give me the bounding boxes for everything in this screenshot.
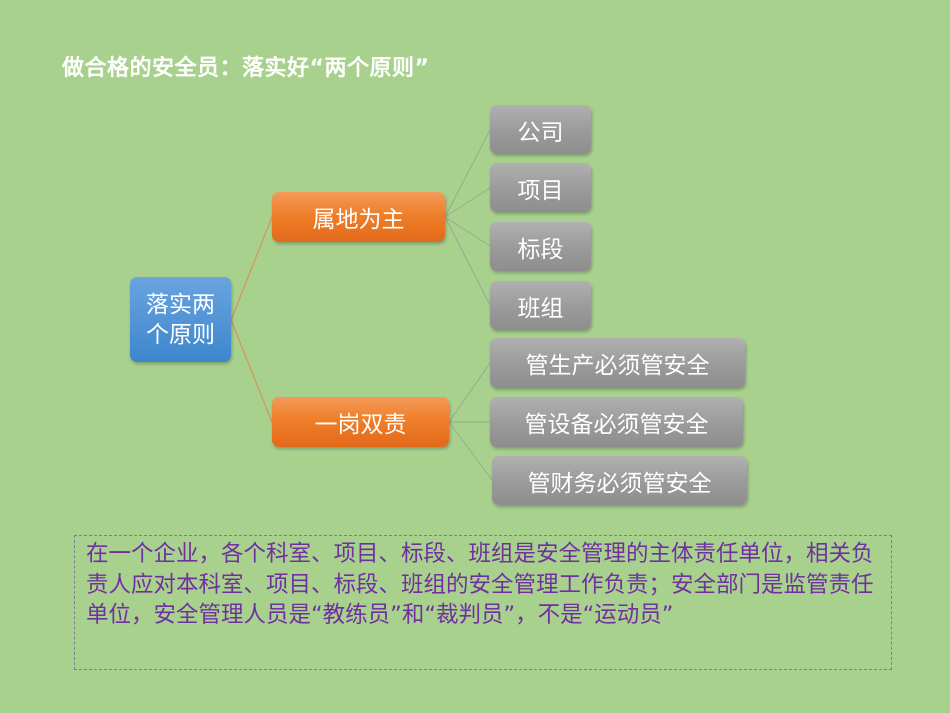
leaf-label: 管财务必须管安全 — [527, 470, 712, 497]
slide-title: 做合格的安全员：落实好“两个原则” — [62, 56, 430, 81]
leaf-node-team: 班组 — [490, 281, 591, 330]
leaf-node-equipment-safety: 管设备必须管安全 — [490, 397, 743, 447]
leaf-node-company: 公司 — [490, 105, 591, 154]
leaf-label: 项目 — [517, 177, 564, 204]
leaf-label: 管设备必须管安全 — [524, 412, 709, 438]
leaf-node-section: 标段 — [490, 222, 591, 271]
root-node: 落实两个原则 — [130, 277, 231, 362]
root-node-label: 落实两个原则 — [146, 291, 215, 348]
branch-node-territorial: 属地为主 — [272, 192, 445, 242]
link-root-to-branch-1 — [230, 216, 273, 321]
explanation-text: 在一个企业，各个科室、项目、标段、班组是安全管理的主体责任单位，相关负责人应对本… — [86, 541, 874, 628]
branch-label: 属地为主 — [312, 207, 405, 233]
leaf-label: 班组 — [517, 295, 564, 322]
link-root-to-branch-2 — [230, 319, 273, 423]
leaf-node-production-safety: 管生产必须管安全 — [490, 338, 745, 388]
branch-label: 一岗双责 — [314, 412, 407, 438]
branch-node-dual-duty: 一岗双责 — [272, 397, 449, 447]
leaf-label: 公司 — [517, 119, 564, 146]
leaf-label: 管生产必须管安全 — [525, 353, 710, 379]
leaf-node-finance-safety: 管财务必须管安全 — [492, 456, 747, 505]
leaf-label: 标段 — [517, 236, 564, 263]
leaf-node-project: 项目 — [490, 163, 591, 212]
explanation-textbox: 在一个企业，各个科室、项目、标段、班组是安全管理的主体责任单位，相关负责人应对本… — [74, 535, 892, 670]
